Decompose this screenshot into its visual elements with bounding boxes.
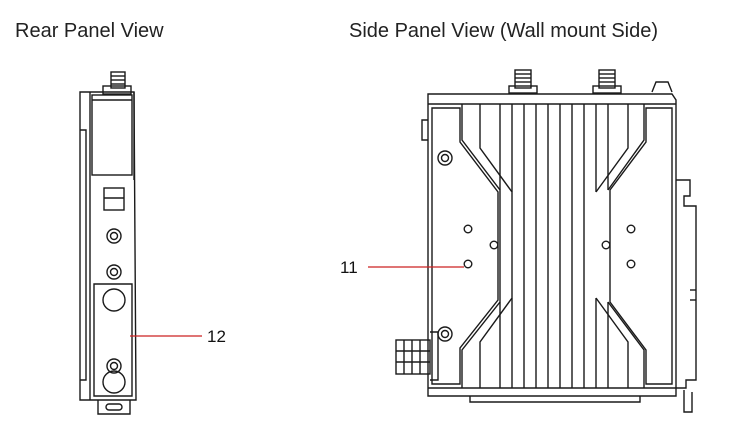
side-terminal-block	[395, 331, 439, 381]
side-heatsink-fins	[431, 104, 673, 388]
rear-antenna-connector	[102, 71, 132, 95]
side-antenna-connector	[592, 69, 622, 94]
rear-panel-device	[79, 71, 137, 415]
callout-12-label: 12	[207, 327, 226, 346]
side-panel-device	[395, 69, 697, 413]
rear-body-outline	[79, 91, 137, 401]
rear-screw	[106, 264, 122, 280]
side-body-outline	[427, 93, 677, 397]
rear-din-clip	[93, 283, 133, 397]
side-mounting-holes	[463, 224, 636, 269]
side-antenna-connector	[508, 69, 538, 94]
rear-panel-title: Rear Panel View	[15, 20, 164, 42]
side-top-ear	[651, 81, 673, 93]
side-din-bracket	[676, 179, 697, 413]
rear-screw	[106, 228, 122, 244]
side-corner-screw	[437, 150, 453, 166]
callout-11-label: 11	[340, 258, 358, 277]
rear-bottom-tab	[97, 400, 131, 415]
side-corner-screw	[437, 326, 453, 342]
side-panel-title: Side Panel View (Wall mount Side)	[349, 20, 659, 42]
rear-latch	[103, 187, 125, 211]
